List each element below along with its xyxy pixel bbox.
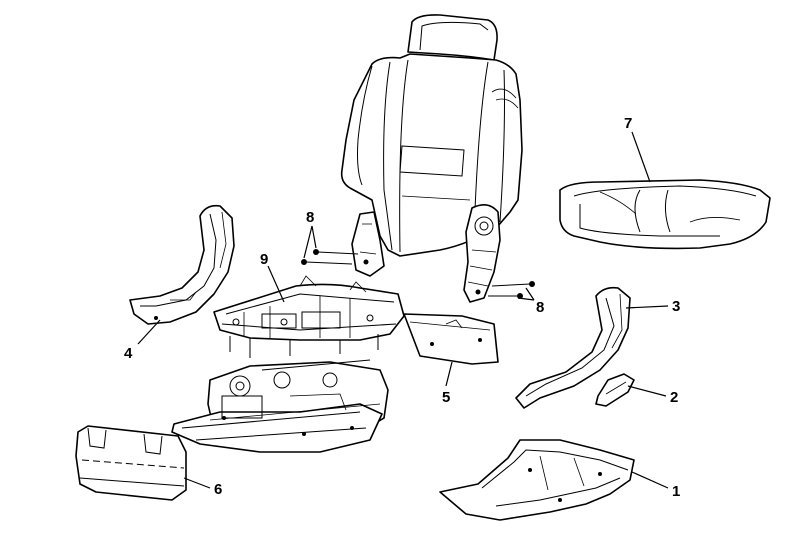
right-side-trim-panel <box>515 286 631 409</box>
seat-adjuster-frame <box>213 275 405 358</box>
leader-9 <box>267 265 285 303</box>
leader-1 <box>631 471 669 489</box>
seat-track-assembly <box>171 359 389 453</box>
left-side-trim-panel <box>129 204 235 325</box>
callout-9: 9 <box>260 251 268 268</box>
rear-trim-panel <box>403 313 499 365</box>
front-cover <box>75 425 187 501</box>
leader-8a <box>303 225 317 259</box>
leader-6 <box>183 477 211 489</box>
adjuster-handle <box>595 373 635 407</box>
callout-1: 1 <box>672 483 680 500</box>
callout-7: 7 <box>624 115 632 132</box>
seat-back-assembly <box>340 14 523 303</box>
leader-5 <box>445 361 453 387</box>
callout-5: 5 <box>442 389 450 406</box>
callout-8-right: 8 <box>536 299 544 316</box>
leader-4 <box>137 319 161 345</box>
callout-2: 2 <box>670 389 678 406</box>
leader-2 <box>627 385 667 397</box>
callout-8-left: 8 <box>306 209 314 226</box>
leader-8b <box>517 287 535 301</box>
lower-trim-base <box>439 439 635 521</box>
leader-7 <box>631 131 651 183</box>
callout-6: 6 <box>214 481 222 498</box>
callout-3: 3 <box>672 298 680 315</box>
bolts-left <box>301 249 359 265</box>
seat-cushion <box>559 179 771 250</box>
callout-4: 4 <box>124 345 133 362</box>
leader-3 <box>625 305 669 309</box>
